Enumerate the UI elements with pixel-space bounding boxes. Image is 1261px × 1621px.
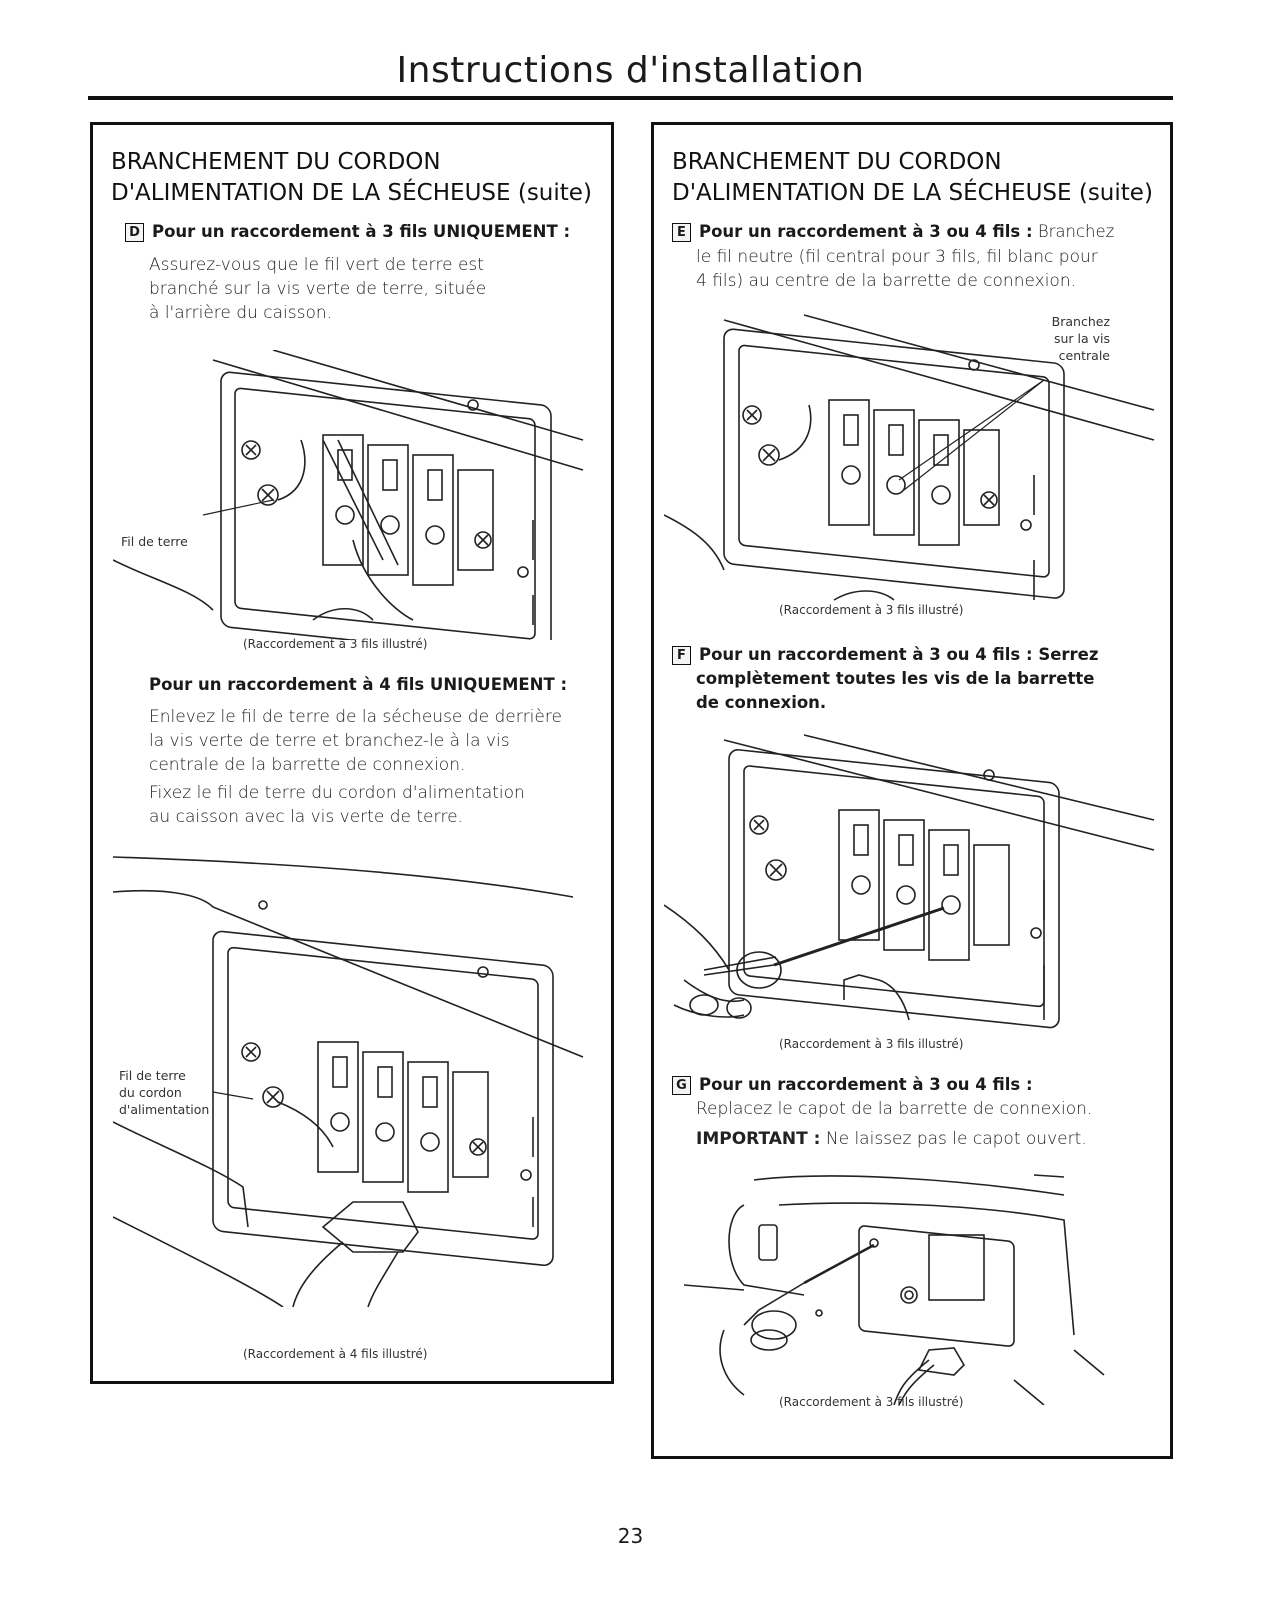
four-wire-title: Pour un raccordement à 4 fils UNIQUEMENT… bbox=[149, 673, 567, 697]
step-e-title: E Pour un raccordement à 3 ou 4 fils : Br… bbox=[672, 220, 1152, 244]
right-heading-line1: BRANCHEMENT DU CORDON bbox=[672, 149, 1002, 175]
terminal-block-4wire-illustration bbox=[113, 847, 593, 1307]
screwdriver-tighten-illustration bbox=[664, 730, 1164, 1030]
step-g-important: IMPORTANT : Ne laissez pas le capot ouve… bbox=[696, 1127, 1087, 1151]
step-d-line: Assurez-vous que le fil vert de terre es… bbox=[149, 255, 484, 275]
step-d-title: D Pour un raccordement à 3 fils UNIQUEMEN… bbox=[125, 220, 570, 244]
figure4-caption: (Raccordement à 3 fils illustré) bbox=[779, 1037, 964, 1051]
figure5-caption: (Raccordement à 3 fils illustré) bbox=[779, 1395, 964, 1409]
cord-ground-wire-callout: Fil de terre du cordon d'alimentation bbox=[119, 1067, 209, 1118]
callout-line: Branchez bbox=[1051, 314, 1110, 329]
important-text: Ne laissez pas le capot ouvert. bbox=[825, 1129, 1087, 1149]
important-label: IMPORTANT : bbox=[696, 1129, 821, 1149]
title-rule bbox=[88, 96, 1173, 100]
callout-line: d'alimentation bbox=[119, 1102, 210, 1117]
page-title: Instructions d'installation bbox=[396, 50, 865, 91]
step-e-line: 4 fils) au centre de la barrette de conn… bbox=[696, 271, 1077, 291]
four-wire-lead: Pour un raccordement à 4 fils UNIQUEMENT… bbox=[149, 675, 568, 694]
callout-line: Fil de terre bbox=[119, 1068, 186, 1083]
left-heading-line2: D'ALIMENTATION DE LA SÉCHEUSE (suite) bbox=[111, 180, 592, 206]
four-wire-line: Fixez le fil de terre du cordon d'alimen… bbox=[149, 783, 525, 803]
step-f-title: F Pour un raccordement à 3 ou 4 fils : Se… bbox=[672, 643, 1098, 715]
step-f-badge: F bbox=[672, 646, 691, 665]
center-screw-callout: Branchez sur la vis centrale bbox=[1020, 313, 1110, 364]
step-g-badge: G bbox=[672, 1076, 691, 1095]
right-heading-line2: D'ALIMENTATION DE LA SÉCHEUSE (suite) bbox=[672, 180, 1153, 206]
right-panel: BRANCHEMENT DU CORDON D'ALIMENTATION DE … bbox=[651, 122, 1173, 1459]
step-e-body: le fil neutre (fil central pour 3 fils, … bbox=[696, 245, 1098, 293]
four-wire-line: Enlevez le fil de terre de la sécheuse d… bbox=[149, 707, 562, 727]
step-e-line: le fil neutre (fil central pour 3 fils, … bbox=[696, 247, 1098, 267]
center-screw-illustration bbox=[664, 310, 1164, 605]
step-d-line: à l'arrière du caisson. bbox=[149, 303, 333, 323]
step-d-badge: D bbox=[125, 223, 144, 242]
step-e-badge: E bbox=[672, 223, 691, 242]
callout-line: centrale bbox=[1058, 348, 1110, 363]
figure2-caption: (Raccordement à 4 fils illustré) bbox=[243, 1347, 428, 1361]
four-wire-para1: Enlevez le fil de terre de la sécheuse d… bbox=[149, 705, 562, 777]
step-d-lead: Pour un raccordement à 3 fils UNIQUEMENT… bbox=[152, 222, 571, 241]
left-heading-line1: BRANCHEMENT DU CORDON bbox=[111, 149, 441, 175]
step-f-line: Pour un raccordement à 3 ou 4 fils : Ser… bbox=[699, 645, 1099, 664]
four-wire-line: la vis verte de terre et branchez-le à l… bbox=[149, 731, 510, 751]
step-g-title: G Pour un raccordement à 3 ou 4 fils : bbox=[672, 1073, 1033, 1097]
figure1-caption: (Raccordement à 3 fils illustré) bbox=[243, 637, 428, 651]
terminal-block-3wire-illustration bbox=[113, 350, 593, 640]
four-wire-para2: Fixez le fil de terre du cordon d'alimen… bbox=[149, 781, 525, 829]
step-g-lead: Pour un raccordement à 3 ou 4 fils : bbox=[699, 1075, 1033, 1094]
left-panel: BRANCHEMENT DU CORDON D'ALIMENTATION DE … bbox=[90, 122, 614, 1384]
replace-cover-illustration bbox=[684, 1165, 1154, 1405]
callout-line: du cordon bbox=[119, 1085, 182, 1100]
right-heading: BRANCHEMENT DU CORDON D'ALIMENTATION DE … bbox=[672, 147, 1153, 209]
page-number: 23 bbox=[617, 1524, 644, 1548]
step-d-line: branché sur la vis verte de terre, situé… bbox=[149, 279, 487, 299]
four-wire-line: au caisson avec la vis verte de terre. bbox=[149, 807, 463, 827]
step-e-lead: Pour un raccordement à 3 ou 4 fils : bbox=[699, 222, 1033, 241]
step-f-line: de connexion. bbox=[696, 693, 827, 712]
ground-wire-callout: Fil de terre bbox=[121, 534, 188, 549]
step-g-body: Replacez le capot de la barrette de conn… bbox=[696, 1099, 1093, 1119]
step-f-line: complètement toutes les vis de la barret… bbox=[696, 669, 1095, 688]
figure3-caption: (Raccordement à 3 fils illustré) bbox=[779, 603, 964, 617]
four-wire-line: centrale de la barrette de connexion. bbox=[149, 755, 466, 775]
step-d-body: Assurez-vous que le fil vert de terre es… bbox=[149, 253, 486, 325]
left-heading: BRANCHEMENT DU CORDON D'ALIMENTATION DE … bbox=[111, 147, 592, 209]
step-e-line1-rest: Branchez bbox=[1037, 222, 1115, 241]
callout-line: sur la vis bbox=[1053, 331, 1110, 346]
